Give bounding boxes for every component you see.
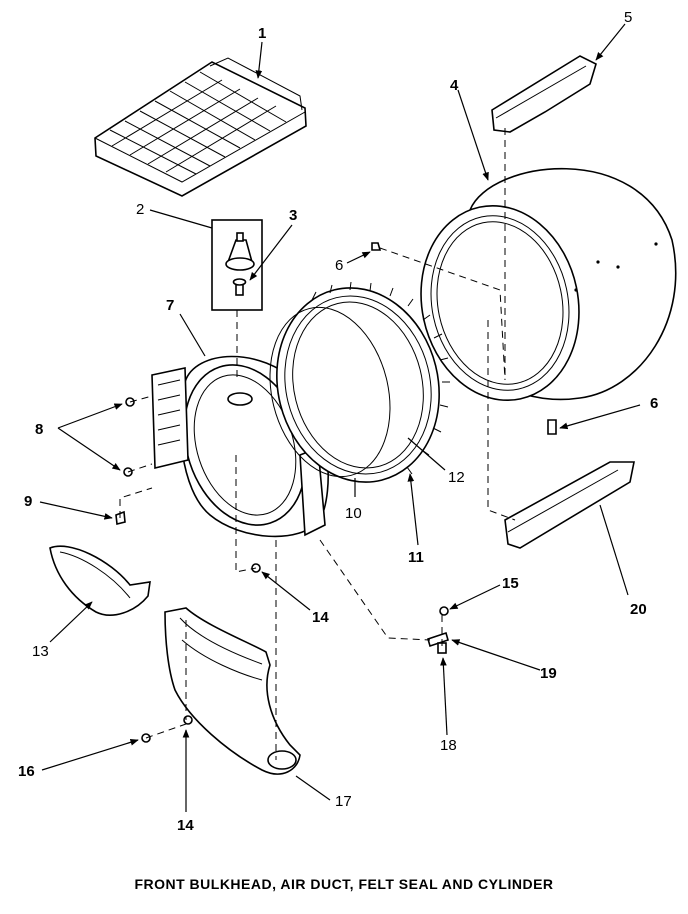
callout-14-lower: 14 [177,817,194,834]
callout-9: 9 [24,493,32,510]
part-2-sensor-bracket [211,219,263,311]
callout-6-right: 6 [650,395,658,412]
part-11-felt-seal [276,281,450,483]
callout-labels: 1 2 3 4 5 6 6 7 8 9 10 11 12 13 14 14 15… [18,9,658,834]
part-3-screw [232,278,247,296]
callout-6-top: 6 [335,257,343,274]
callout-1: 1 [258,25,266,42]
diagram-caption: FRONT BULKHEAD, AIR DUCT, FELT SEAL AND … [134,876,554,892]
part-1-drying-rack [94,57,307,197]
part-17-air-duct [164,607,301,775]
callout-20: 20 [630,601,647,618]
callout-13: 13 [32,643,49,660]
callout-17: 17 [335,793,352,810]
callout-8: 8 [35,421,43,438]
assembly-lines [119,128,516,760]
part-13-lint-housing [49,545,151,616]
callout-16: 16 [18,763,35,780]
part-5-upper-baffle [491,55,597,133]
callout-7: 7 [166,297,174,314]
callout-5: 5 [624,9,632,26]
callout-3: 3 [289,207,297,224]
callout-10: 10 [345,505,362,522]
callout-18: 18 [440,737,457,754]
callout-12: 12 [448,469,465,486]
callout-2: 2 [136,201,144,218]
callout-15: 15 [502,575,519,592]
callout-19: 19 [540,665,557,682]
part-4-drum-cylinder [420,167,677,402]
callout-14-upper: 14 [312,609,329,626]
callout-11: 11 [408,549,424,566]
callout-4: 4 [450,77,459,94]
leader-lines [39,23,641,812]
part-10-seal-ring [269,306,391,478]
part-20-lower-baffle [504,461,635,549]
